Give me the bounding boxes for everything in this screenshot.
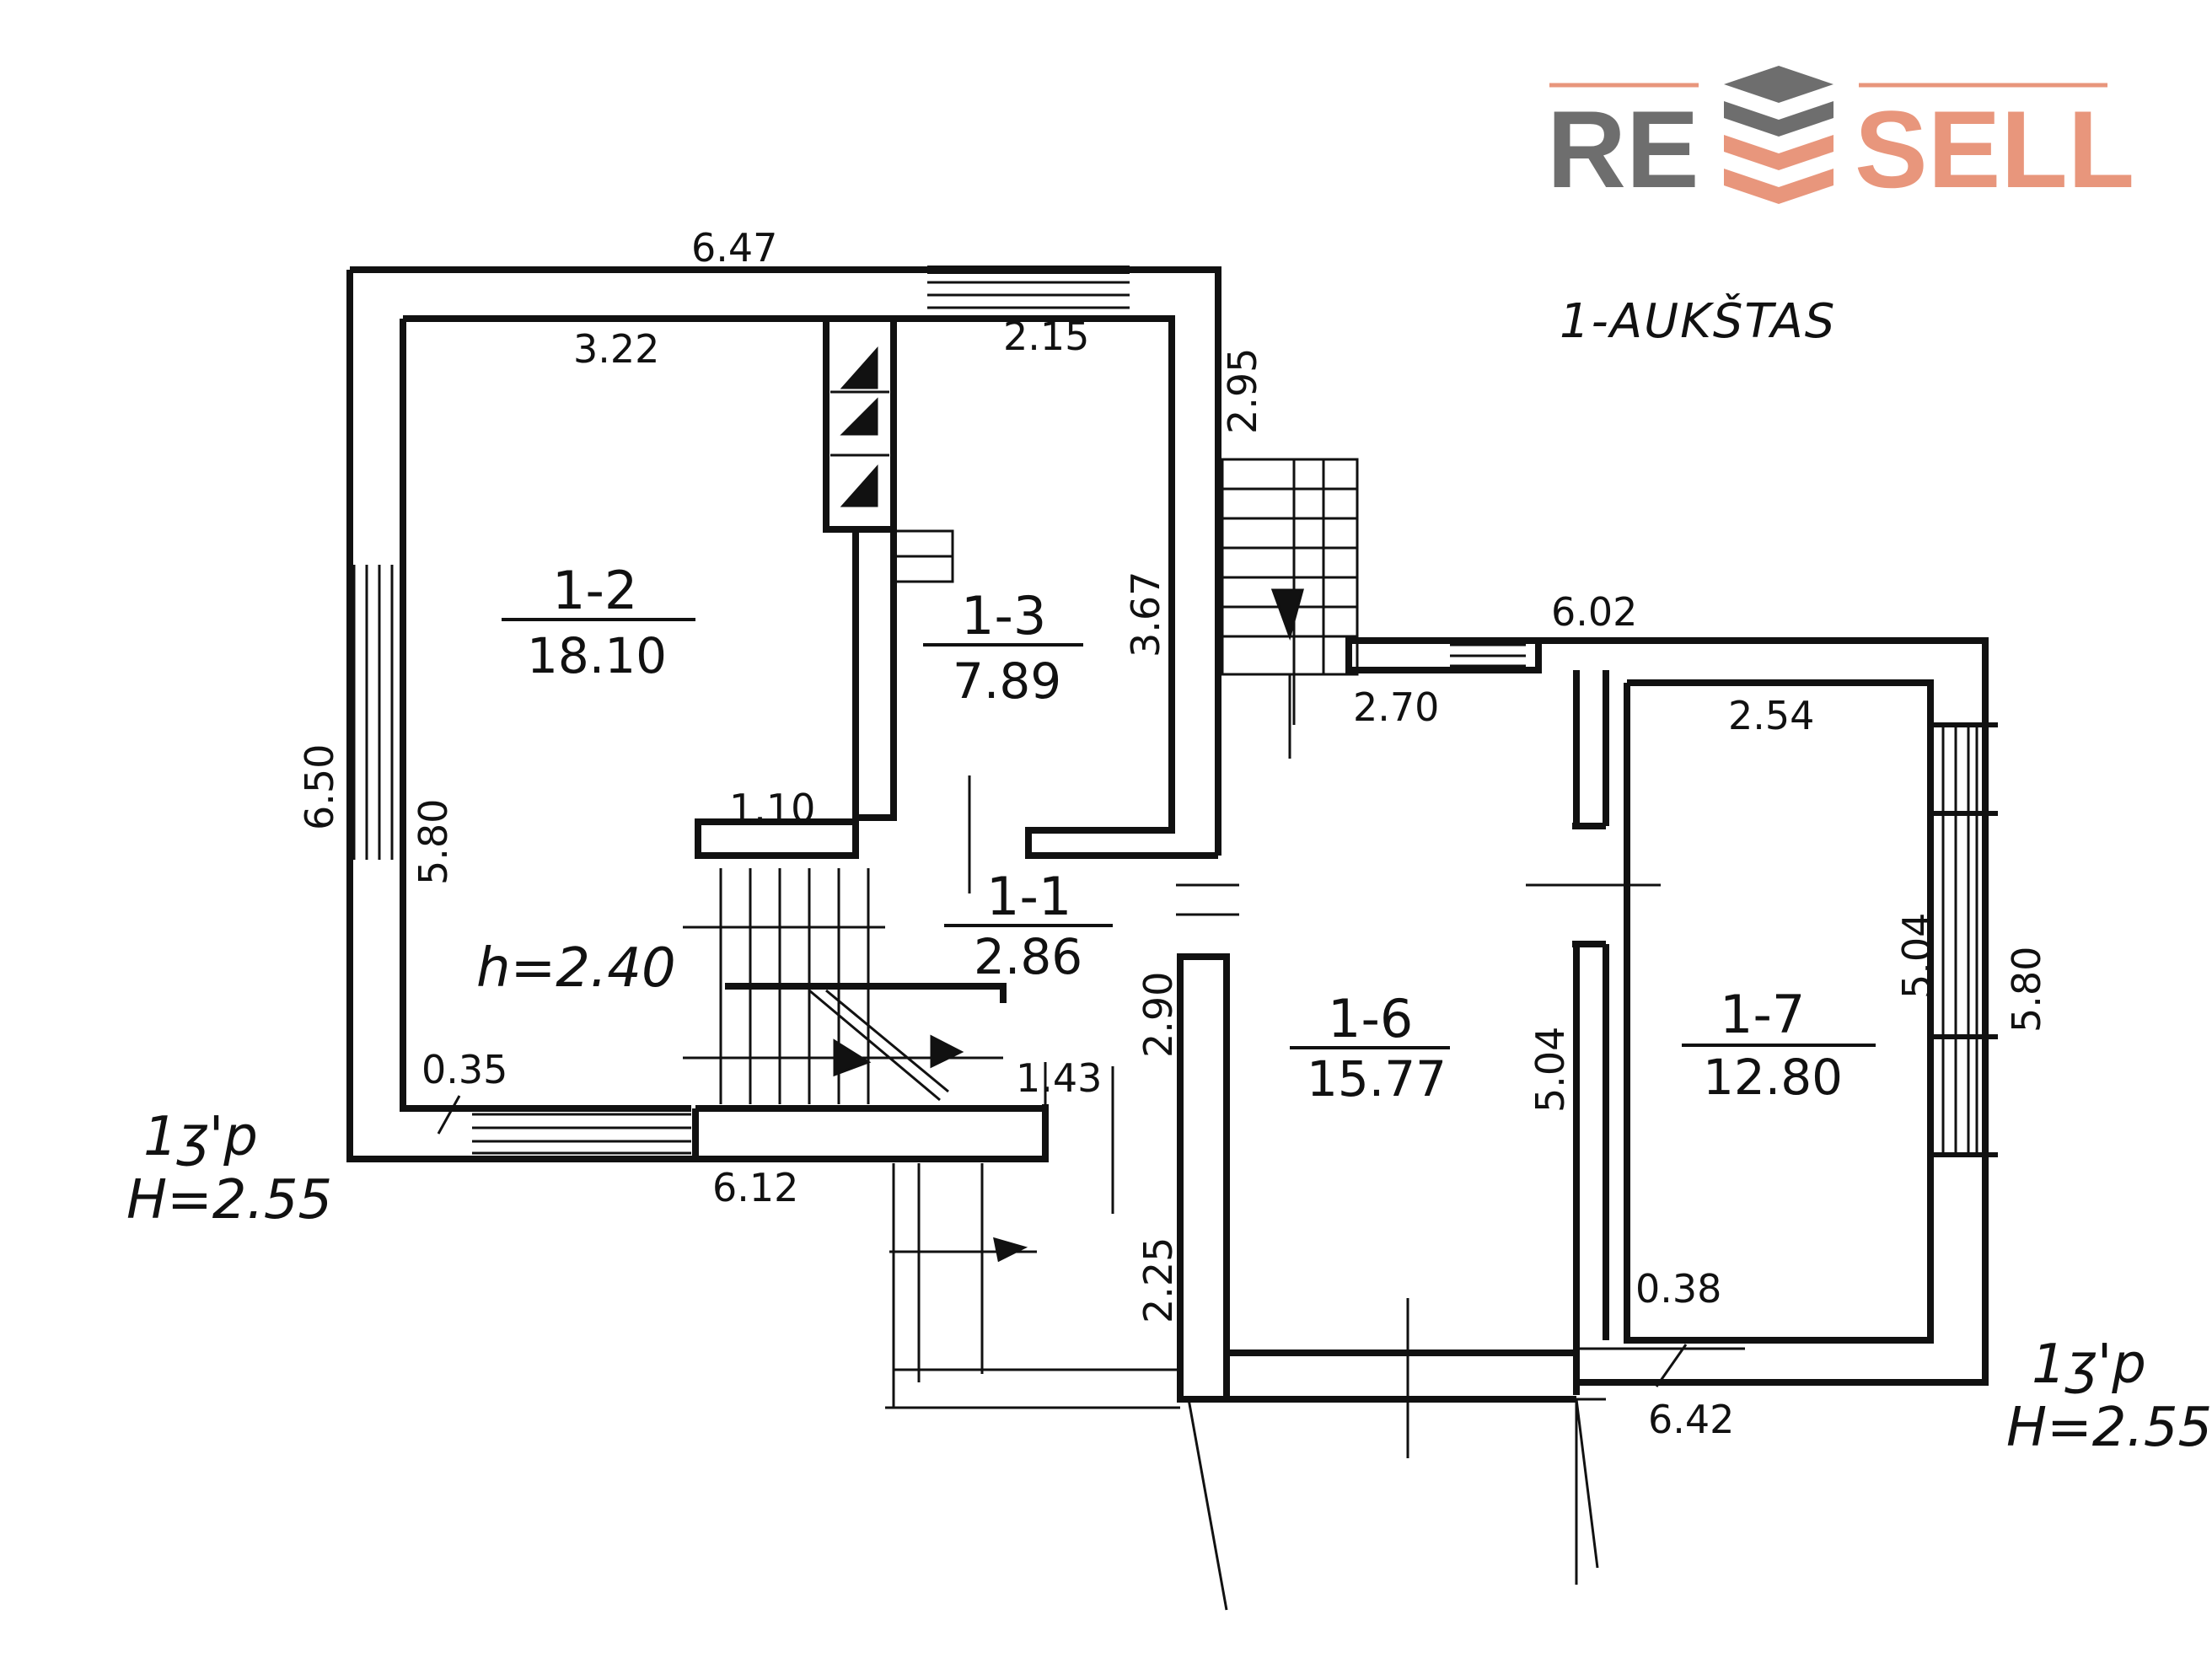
room-id: 1-7 [1720, 984, 1805, 1045]
room-id: 1-2 [552, 560, 637, 621]
dim-2-25: 2.25 [1136, 1237, 1181, 1323]
stairs [683, 346, 1359, 1409]
dim-1-10: 1.10 [729, 786, 815, 831]
note-right-line1: 1ʒ'p [2032, 1333, 2146, 1396]
note-left-line1: 1ʒ'p [143, 1106, 258, 1168]
windows [352, 266, 1998, 1157]
room-area: 7.89 [953, 652, 1061, 710]
room-1-7-label: 1-7 12.80 [1682, 984, 1876, 1106]
room-area: 12.80 [1703, 1049, 1843, 1106]
note-right-line2: H=2.55 [2006, 1397, 2212, 1459]
dim-1-43: 1.43 [1016, 1055, 1102, 1101]
guide-lines [437, 674, 1745, 1611]
dim-5-80-right: 5.80 [2004, 947, 2049, 1033]
dim-5-04-left: 5.04 [1527, 1027, 1573, 1113]
note-right: 1ʒ'p H=2.55 [2006, 1333, 2212, 1459]
room-id: 1-3 [961, 585, 1046, 647]
dim-6-02: 6.02 [1551, 589, 1637, 635]
dim-2-90: 2.90 [1136, 972, 1181, 1058]
room-height-note: h=2.40 [476, 937, 676, 1000]
dim-3-22: 3.22 [573, 326, 659, 372]
note-left-line2: H=2.55 [126, 1169, 332, 1231]
room-1-1-label: 1-1 2.86 [944, 866, 1113, 985]
room-id: 1-1 [986, 866, 1071, 927]
room-area: 18.10 [527, 627, 667, 684]
logo-text-sell: SELL [1855, 88, 2134, 211]
dim-3-67: 3.67 [1123, 571, 1168, 657]
dim-2-15: 2.15 [1003, 314, 1089, 359]
dim-6-50: 6.50 [297, 744, 342, 830]
note-left: 1ʒ'p H=2.55 [126, 1106, 332, 1231]
dim-6-42: 6.42 [1648, 1397, 1734, 1442]
dim-2-54: 2.54 [1728, 693, 1814, 738]
dim-0-38: 0.38 [1635, 1266, 1721, 1312]
room-1-6-label: 1-6 15.77 [1290, 988, 1450, 1108]
dim-5-04-right: 5.04 [1894, 913, 1940, 999]
dim-2-95: 2.95 [1220, 348, 1265, 434]
walls [346, 266, 1989, 1403]
room-area: 15.77 [1307, 1050, 1447, 1108]
building-layers-icon [1724, 66, 1833, 204]
logo-text-re: RE [1547, 88, 1699, 211]
dimension-labels: 6.47 3.22 2.15 2.95 3.67 6.02 2.70 2.54 … [297, 225, 2049, 1442]
dim-6-47: 6.47 [691, 225, 777, 271]
floor-title: 1-AUKŠTAS [1560, 294, 1836, 349]
resell-logo: RE SELL [1547, 66, 2134, 211]
room-area: 2.86 [974, 928, 1082, 985]
room-1-2-label: 1-2 18.10 [502, 560, 695, 684]
dim-2-70: 2.70 [1353, 684, 1439, 730]
room-1-3-label: 1-3 7.89 [923, 585, 1083, 710]
dim-0-35: 0.35 [421, 1047, 507, 1092]
dim-5-80-left: 5.80 [411, 799, 456, 885]
room-id: 1-6 [1328, 988, 1413, 1049]
dim-6-12: 6.12 [712, 1165, 798, 1210]
